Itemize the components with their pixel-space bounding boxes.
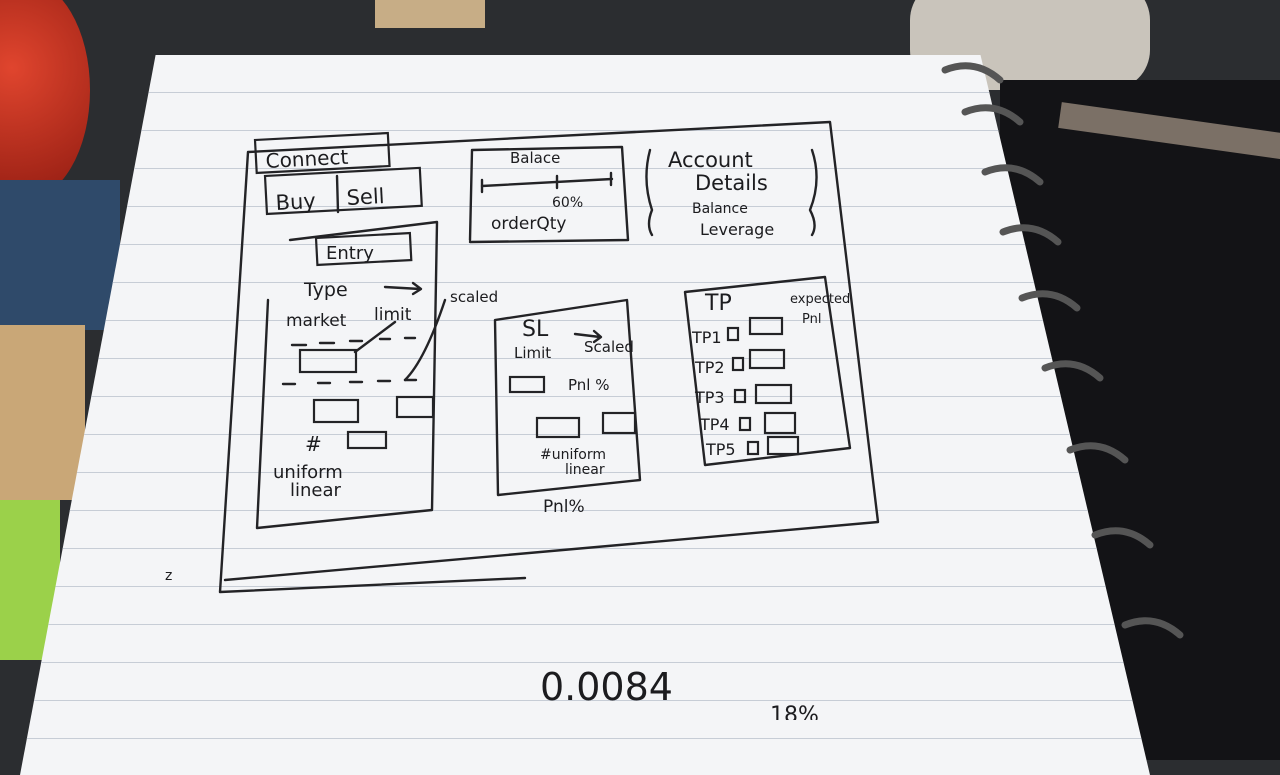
entry-linear-option[interactable]: linear	[290, 480, 342, 501]
background-blue-object	[0, 180, 120, 330]
buy-button[interactable]: Buy	[275, 189, 316, 215]
entry-title: Entry	[326, 243, 374, 264]
tp-pnl-field[interactable]	[748, 348, 786, 370]
tp-row: TP4	[699, 411, 797, 435]
outer-frame	[218, 120, 880, 594]
tp-pnl-field[interactable]	[763, 411, 797, 435]
sell-button[interactable]: Sell	[346, 184, 385, 210]
balance-slider-track[interactable]	[480, 177, 614, 188]
sl-footer-pnl: Pnl%	[543, 497, 585, 517]
tp-checkbox[interactable]	[726, 326, 740, 342]
tp-pnl-field[interactable]	[748, 316, 784, 336]
tp-panel	[683, 275, 852, 467]
tp-row: TP5	[705, 435, 800, 459]
account-title-line1: Account	[668, 148, 753, 172]
footer-number: 0.0084	[540, 665, 673, 709]
notebook-page	[20, 55, 1150, 775]
entry-field-right[interactable]	[395, 395, 435, 419]
account-leverage: Leverage	[700, 220, 774, 239]
entry-scaled-note: scaled	[450, 288, 498, 306]
tp-row-label: TP1	[691, 328, 722, 347]
entry-price-field[interactable]	[298, 348, 358, 374]
connect-label: Connect	[265, 145, 349, 173]
entry-market-option[interactable]: market	[286, 311, 347, 331]
connect-button[interactable]	[253, 131, 391, 175]
tp-row-label: TP2	[694, 358, 725, 377]
tp-checkbox[interactable]	[746, 440, 760, 456]
balance-percent: 60%	[552, 195, 583, 211]
tp-title: TP	[704, 291, 732, 316]
margin-mark: z	[165, 568, 172, 584]
account-balance: Balance	[692, 201, 748, 217]
tp-pnl-field[interactable]	[754, 383, 793, 405]
tp-row-label: TP4	[699, 415, 730, 434]
tp-pnl-field[interactable]	[766, 435, 800, 456]
wireframe-sketch: Connect Buy Sell Balace 60% orderQty Acc…	[165, 120, 880, 720]
account-panel	[645, 148, 818, 237]
tp-row-label: TP3	[694, 388, 725, 407]
tp-row: TP2	[694, 348, 786, 377]
entry-limit-option[interactable]: limit	[374, 305, 412, 325]
background-tape	[375, 0, 485, 28]
entry-type-label: Type	[303, 279, 348, 301]
sl-linear-option[interactable]: linear	[565, 462, 605, 478]
background-cardboard	[0, 325, 85, 500]
account-title-line2: Details	[695, 171, 768, 195]
tp-checkbox[interactable]	[733, 388, 747, 404]
balance-panel	[468, 145, 630, 244]
sl-field-right[interactable]	[601, 411, 637, 435]
sl-panel	[493, 298, 642, 497]
arrow-icon	[383, 281, 423, 296]
entry-count-field[interactable]	[346, 430, 388, 450]
sl-pnl-label: Pnl %	[568, 376, 609, 394]
buy-sell-toggle[interactable]	[263, 166, 423, 216]
order-qty-label: orderQty	[491, 214, 566, 234]
sl-uniform-option[interactable]: #uniform	[540, 447, 606, 463]
entry-title-box	[314, 231, 413, 267]
tp-expected-label: expected	[790, 292, 850, 307]
sl-scaled-option[interactable]: Scaled	[584, 338, 634, 356]
tp-pnl-label: Pnl	[802, 312, 821, 327]
entry-field-lower[interactable]	[312, 398, 360, 424]
entry-uniform-option[interactable]: uniform	[273, 462, 343, 483]
buy-sell-divider	[335, 174, 340, 214]
tp-row: TP1	[691, 316, 784, 347]
footer-partial-number: 18%	[770, 703, 819, 720]
arrow-icon	[573, 329, 603, 344]
sl-limit-option[interactable]: Limit	[514, 344, 551, 362]
tp-checkbox[interactable]	[738, 416, 752, 432]
entry-annotation-lines	[353, 298, 447, 382]
sl-price-field[interactable]	[508, 375, 546, 394]
sl-title: SL	[522, 317, 549, 342]
tp-row: TP3	[694, 383, 793, 407]
tp-checkbox[interactable]	[731, 356, 745, 372]
entry-panel	[255, 220, 439, 530]
balance-title: Balace	[510, 149, 560, 167]
sl-field-lower[interactable]	[535, 416, 581, 439]
entry-count-label: #	[305, 432, 322, 456]
tp-row-label: TP5	[705, 440, 736, 459]
